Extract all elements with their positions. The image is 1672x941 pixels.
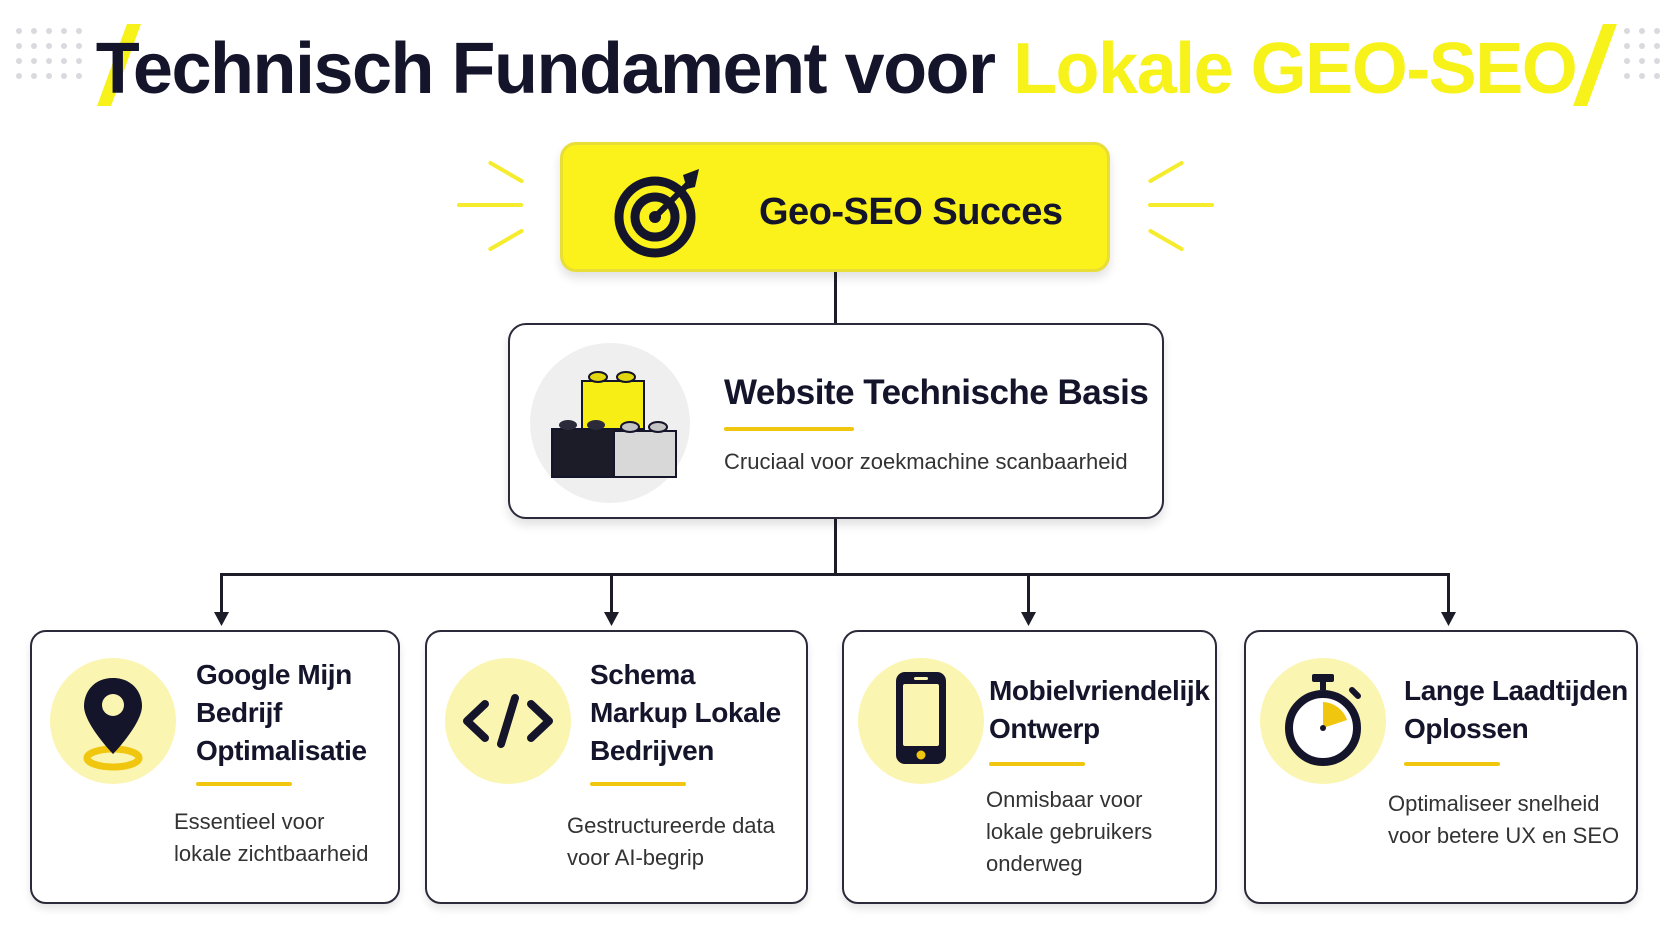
decorative-dots-left xyxy=(16,28,82,79)
connector-horizontal-bar xyxy=(220,573,1450,576)
card-1-underline xyxy=(196,782,292,786)
connector-drop-3 xyxy=(1027,573,1030,613)
connector-drop-2 xyxy=(610,573,613,613)
card-3-description: Onmisbaar voor lokale gebruikers onderwe… xyxy=(986,787,1153,876)
card-laadtijden: Lange Laadtijden Oplossen Optimaliseer s… xyxy=(1244,630,1638,904)
card-3-title: Mobielvriendelijk Ontwerp xyxy=(989,675,1210,744)
basis-underline xyxy=(724,427,854,431)
title-main: Technisch Fundament voor xyxy=(95,29,1014,109)
target-icon xyxy=(613,167,705,259)
stopwatch-icon xyxy=(1260,658,1386,784)
ray-left-mid xyxy=(457,203,523,207)
card-2-title: Schema Markup Lokale Bedrijven xyxy=(590,659,781,766)
card-2-description: Gestructureerde data voor AI-begrip xyxy=(567,813,775,870)
card-mobielvriendelijk: Mobielvriendelijk Ontwerp Onmisbaar voor… xyxy=(842,630,1217,904)
basis-title: Website Technische Basis xyxy=(724,373,1149,412)
goal-label: Geo-SEO Succes xyxy=(759,191,1063,233)
basis-description: Cruciaal voor zoekmachine scanbaarheid xyxy=(724,449,1128,474)
arrowhead-3 xyxy=(1021,612,1036,626)
ray-right-mid xyxy=(1148,203,1214,207)
card-2-underline xyxy=(590,782,686,786)
connector-goal-basis xyxy=(834,272,837,324)
connector-drop-4 xyxy=(1447,573,1450,613)
code-icon xyxy=(445,658,571,784)
card-3-underline xyxy=(989,762,1085,766)
card-schema-markup: Schema Markup Lokale Bedrijven Gestructu… xyxy=(425,630,808,904)
smartphone-icon xyxy=(858,658,984,784)
building-blocks-icon xyxy=(530,343,690,503)
map-pin-icon xyxy=(50,658,176,784)
connector-basis-trunk xyxy=(834,519,837,575)
basis-box: Website Technische Basis Cruciaal voor z… xyxy=(508,323,1164,519)
card-1-description: Essentieel voor lokale zichtbaarheid xyxy=(174,809,369,866)
title-highlight: Lokale GEO-SEO xyxy=(1013,29,1578,109)
card-4-title: Lange Laadtijden Oplossen xyxy=(1404,675,1628,744)
card-4-underline xyxy=(1404,762,1500,766)
arrowhead-4 xyxy=(1441,612,1456,626)
card-1-title: Google Mijn Bedrijf Optimalisatie xyxy=(196,659,367,766)
card-4-description: Optimaliseer snelheid voor betere UX en … xyxy=(1388,791,1620,848)
connector-drop-1 xyxy=(220,573,223,613)
decorative-dots-right xyxy=(1624,28,1660,79)
arrowhead-2 xyxy=(604,612,619,626)
goal-box: Geo-SEO Succes xyxy=(560,142,1110,272)
page-title: Technisch Fundament voor Lokale GEO-SEO xyxy=(0,28,1672,110)
card-google-mijn-bedrijf: Google Mijn Bedrijf Optimalisatie Essent… xyxy=(30,630,400,904)
arrowhead-1 xyxy=(214,612,229,626)
